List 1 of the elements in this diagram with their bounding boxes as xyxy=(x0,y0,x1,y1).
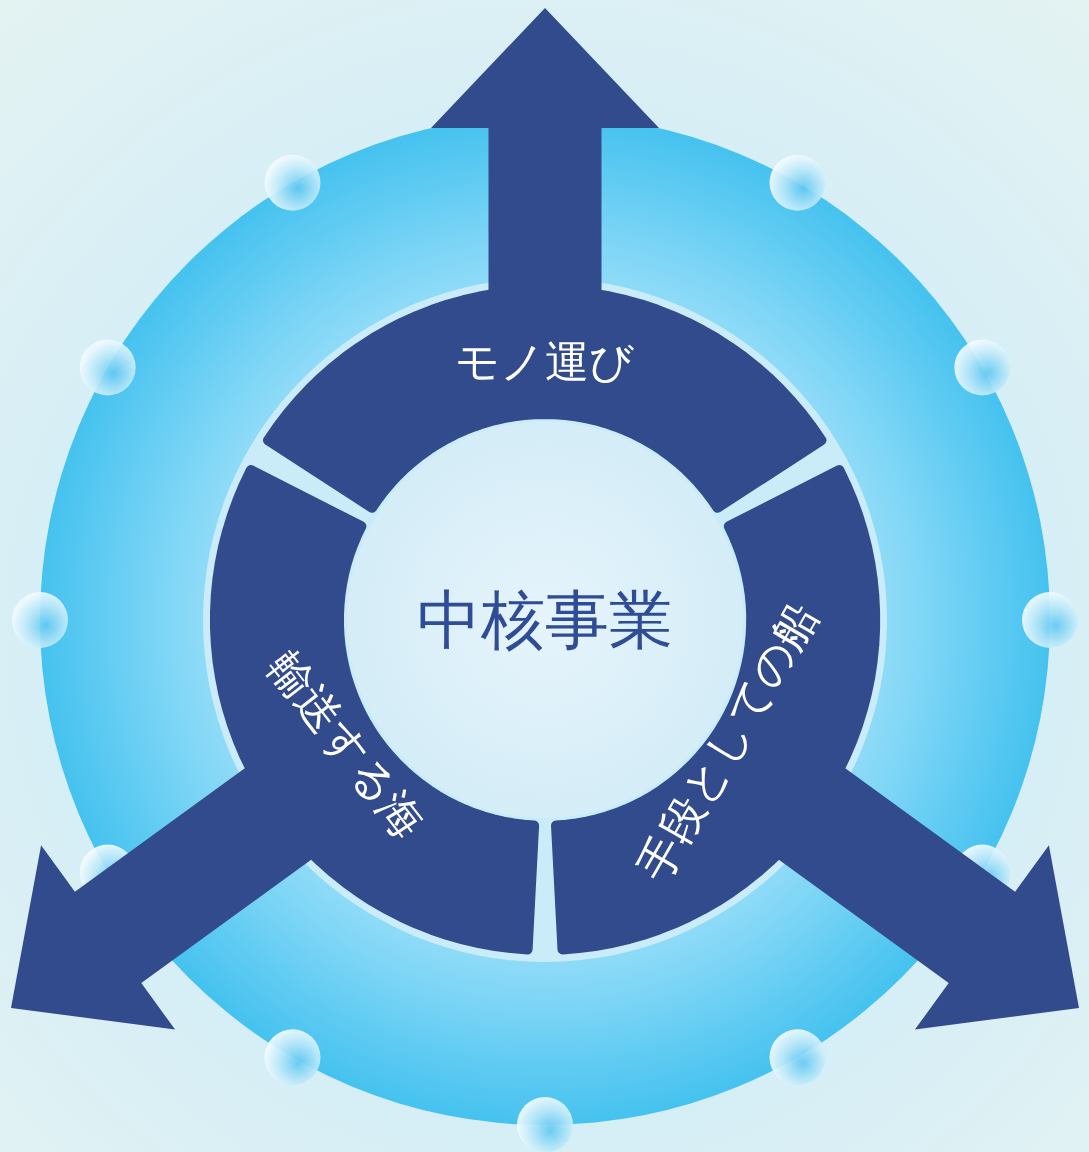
segment-label: モノ運び xyxy=(455,340,635,384)
